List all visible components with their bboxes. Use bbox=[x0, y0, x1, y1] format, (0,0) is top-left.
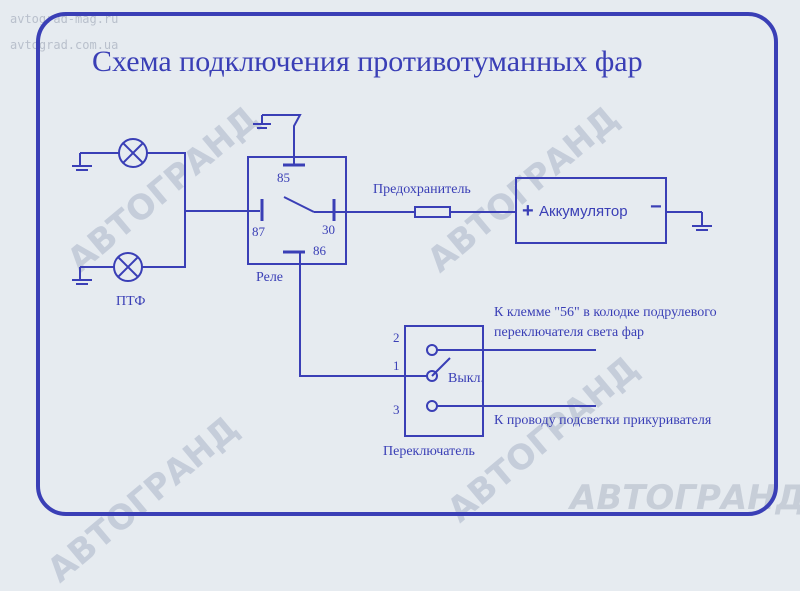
wire-lamps bbox=[142, 152, 260, 268]
note-terminal-56-line1: К клемме "56" в колодке подрулевого bbox=[494, 305, 717, 320]
relay-pin-87: 87 bbox=[252, 224, 265, 239]
note-terminal-56-line2: переключателя света фар bbox=[494, 325, 645, 340]
switch-box bbox=[404, 325, 484, 437]
ground-lamp-2 bbox=[72, 266, 114, 285]
ground-battery bbox=[692, 212, 712, 231]
switch-pin-3: 3 bbox=[393, 402, 400, 417]
switch-pin-1: 1 bbox=[393, 358, 400, 373]
relay-label: Реле bbox=[256, 270, 284, 285]
battery-plus: + bbox=[522, 200, 534, 222]
fuse-label: Предохранитель bbox=[373, 182, 471, 197]
fog-lamp-1 bbox=[118, 138, 148, 168]
wire-86-switch bbox=[299, 252, 427, 377]
switch-label: Переключатель bbox=[383, 444, 475, 459]
switch-contacts bbox=[426, 344, 596, 412]
diagram-title: Схема подключения противотуманных фар bbox=[92, 45, 643, 78]
relay-pin-86: 86 bbox=[313, 243, 326, 258]
frame-border bbox=[36, 12, 778, 516]
relay-pin-85: 85 bbox=[277, 170, 290, 185]
battery-box bbox=[515, 177, 667, 244]
relay-box bbox=[247, 156, 347, 265]
battery-minus: − bbox=[650, 196, 662, 218]
schematic bbox=[36, 12, 778, 516]
switch-pin-2: 2 bbox=[393, 330, 400, 345]
ground-relay bbox=[253, 114, 302, 165]
ground-lamp-1 bbox=[72, 152, 119, 171]
switch-off-label: Выкл. bbox=[448, 371, 485, 386]
wire-to-battery bbox=[334, 206, 516, 218]
relay-contacts bbox=[260, 163, 336, 254]
fuse bbox=[414, 206, 451, 218]
lamps-label: ПТФ bbox=[116, 294, 146, 309]
note-lighter-backlight: К проводу подсветки прикуривателя bbox=[494, 413, 712, 428]
diagram-canvas: avtograd-mag.ru avtograd.com.ua АВТОГРАН… bbox=[10, 12, 800, 591]
relay-pin-30: 30 bbox=[322, 222, 335, 237]
fog-lamp-2 bbox=[113, 252, 143, 282]
battery-label: Аккумулятор bbox=[539, 203, 628, 220]
